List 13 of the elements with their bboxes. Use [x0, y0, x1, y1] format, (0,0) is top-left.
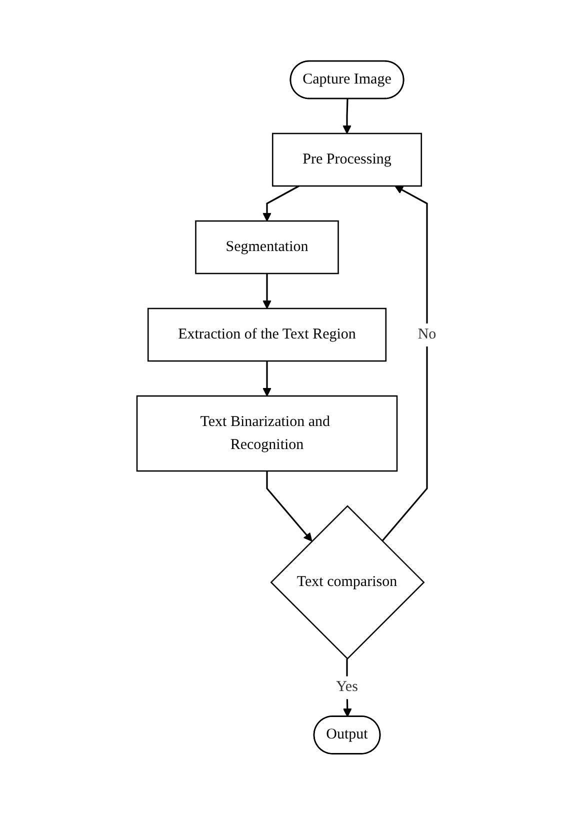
edge-label: No: [418, 326, 436, 342]
arrow: [262, 184, 300, 222]
node-diamond: Text comparison: [270, 504, 425, 660]
arrow: [262, 273, 272, 309]
node-box: Extraction of the Text Region: [147, 308, 386, 362]
node-box: Text Binarization and Recognition: [136, 395, 398, 472]
arrow: [342, 98, 352, 134]
arrow: [381, 185, 428, 542]
arrow: [266, 470, 312, 542]
node-box: Pre Processing: [272, 132, 422, 186]
edge-label: Yes: [336, 678, 358, 695]
node-box: Segmentation: [195, 220, 339, 274]
arrow: [262, 360, 272, 396]
